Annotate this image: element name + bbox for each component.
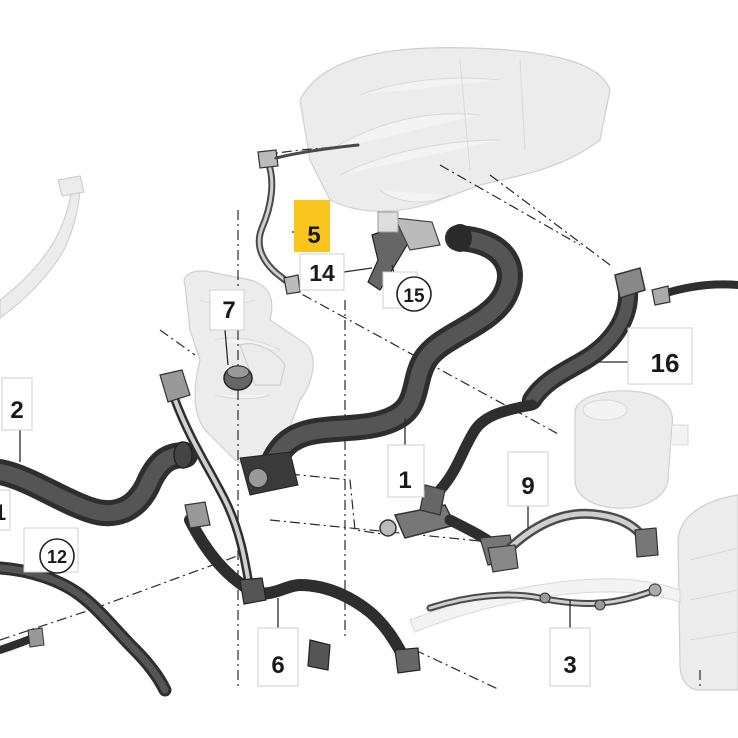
- callout-7: 7: [209, 289, 245, 331]
- callout-label: 6: [271, 652, 284, 679]
- callout-label: 9: [521, 473, 534, 500]
- cap-7: [223, 365, 253, 391]
- callout-label: 3: [563, 652, 576, 679]
- callout-1: 1: [387, 444, 425, 498]
- callout-16: 16: [627, 327, 693, 385]
- coolant-reservoir: [677, 494, 738, 691]
- callout-label: 14: [309, 260, 335, 286]
- callout-12: 12: [23, 527, 79, 574]
- hose-16: [522, 267, 738, 410]
- main-radiator-hose: [239, 224, 523, 496]
- callout-label: 12: [47, 547, 67, 567]
- hose-2: [0, 441, 198, 527]
- expansion-tank: [574, 390, 689, 509]
- hose-6: [159, 369, 421, 674]
- callout-6: 6: [257, 627, 299, 687]
- callout-label: 5: [307, 222, 320, 249]
- callout-15: 15: [382, 271, 432, 312]
- callout-9: 9: [507, 451, 549, 507]
- callout-label: 2: [10, 397, 23, 424]
- callout-14: 14: [299, 253, 345, 291]
- callout-label: 16: [651, 348, 680, 378]
- callout-2: 2: [1, 377, 33, 431]
- hose-12: [0, 561, 172, 697]
- hose-5: [255, 143, 360, 295]
- left-faded-hose: [0, 175, 85, 319]
- callout-label: 1: [398, 467, 411, 494]
- callout-label: 1: [0, 500, 6, 525]
- bracket-14-15: [367, 211, 441, 291]
- callout-3: 3: [549, 627, 591, 687]
- callout-5: 5: [294, 200, 330, 252]
- callout-1-edge: 1: [0, 489, 11, 531]
- pipe-3: [426, 583, 662, 612]
- highlight-box: [294, 200, 330, 252]
- intake-manifold: [299, 47, 611, 212]
- callout-label: 15: [403, 286, 425, 307]
- hose-9: [487, 508, 659, 573]
- callout-label: 7: [222, 297, 235, 324]
